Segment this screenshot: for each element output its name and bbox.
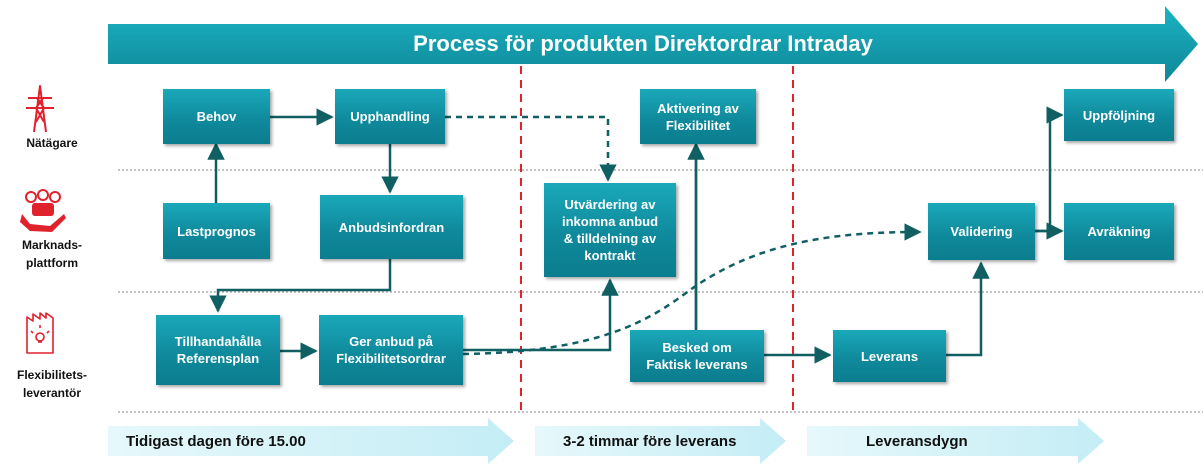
box-lastprognos: Lastprognos <box>163 203 270 259</box>
role-natagare: Nätägare <box>26 136 78 150</box>
phase-label-3: Leveransdygn <box>866 432 968 450</box>
phase-label-1: Tidigast dagen före 15.00 <box>126 432 306 450</box>
phase-arrow-2 <box>535 418 786 464</box>
box-upphandling: Upphandling <box>335 89 445 144</box>
role-flexibilitetsleverantor: Flexibilitets- leverantör <box>16 368 87 400</box>
box-avrakning: Avräkning <box>1064 203 1174 260</box>
power-tower-icon <box>26 85 54 133</box>
box-anbudsinfordran: Anbudsinfordran <box>320 195 463 259</box>
box-tillhandahalla: Tillhandahålla Referensplan <box>156 315 280 385</box>
title-arrow <box>108 6 1198 82</box>
people-hand-icon <box>20 189 66 232</box>
connector-geranbud-validering <box>462 223 922 356</box>
connector-anbudsinfordran-tillhandahalla <box>209 259 392 313</box>
connector-upphandling-utvardering <box>445 115 617 182</box>
connector-validering-uppfoljning <box>1035 106 1064 233</box>
factory-bulb-icon <box>26 312 54 354</box>
connector-geranbud-utvardering <box>463 278 619 352</box>
page-title: Process för produkten Direktordrar Intra… <box>413 31 873 56</box>
box-leverans: Leverans <box>833 330 946 382</box>
box-validering: Validering <box>928 203 1035 260</box>
box-aktivering: Aktivering av Flexibilitet <box>640 89 756 144</box>
role-marknadsplattform: Marknads- plattform <box>21 238 83 270</box>
box-uppfoljning: Uppföljning <box>1064 89 1174 141</box>
phase-arrow-1 <box>108 418 514 464</box>
box-ger-anbud: Ger anbud på Flexibilitetsordrar <box>319 315 463 385</box>
box-behov: Behov <box>163 89 270 144</box>
phase-label-2: 3-2 timmar före leverans <box>563 432 737 450</box>
box-utvardering: Utvärdering av inkomna anbud & tilldelni… <box>544 183 676 277</box>
connector-leverans-validering <box>946 261 990 357</box>
box-besked: Besked om Faktisk leverans <box>630 330 764 382</box>
phase-arrow-3 <box>807 418 1104 464</box>
